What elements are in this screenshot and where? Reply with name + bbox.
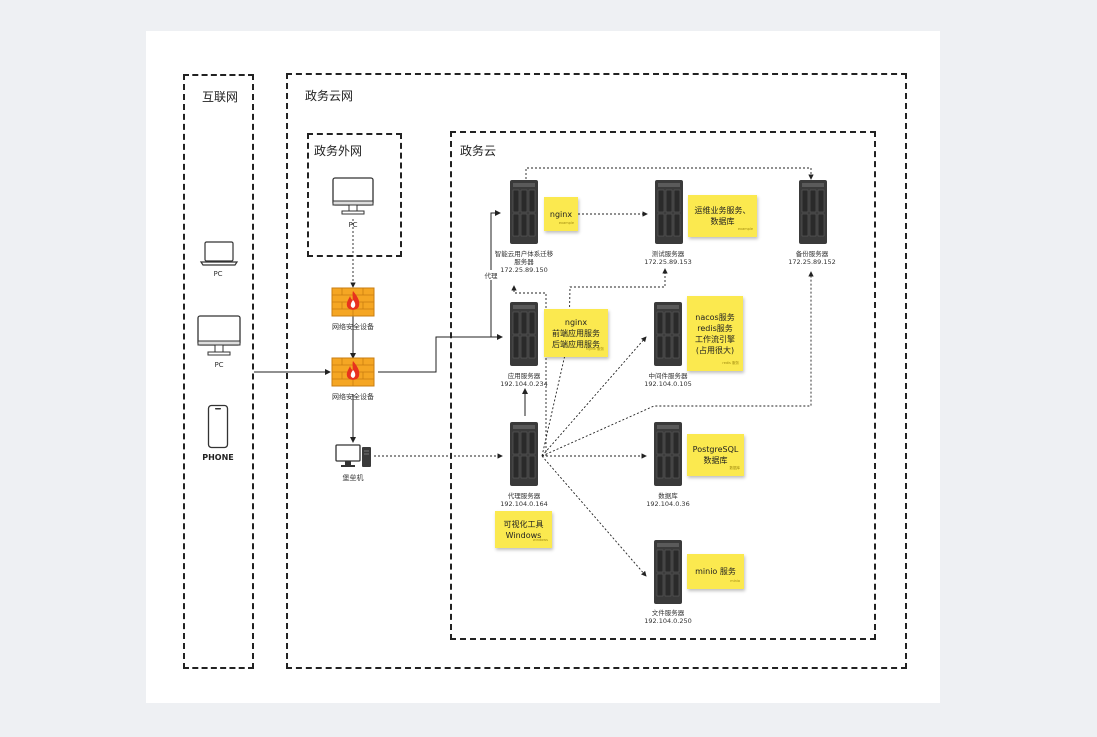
- server-middleware-label: 中间件服务器 192.104.0.105: [644, 372, 692, 388]
- zone-internet: [183, 74, 254, 669]
- server-backup-label: 备份服务器 172.25.89.152: [788, 250, 836, 266]
- edge-proxy-label-route: [490, 210, 501, 337]
- firewall-top-label: 网络安全设备: [332, 323, 374, 331]
- note-postgres: PostgreSQL 数据库 数据库: [687, 434, 744, 476]
- note-nginx-app: nginx 前端应用服务 后端应用服务 nginx 服务: [544, 309, 608, 357]
- firewall-icon: [331, 287, 375, 317]
- server-icon: [655, 180, 683, 244]
- diagram-canvas: 互联网 政务云网 政务外网 政务云: [146, 31, 940, 703]
- server-icon: [654, 302, 682, 366]
- server-icon: [510, 180, 538, 244]
- desktop-label: PC: [214, 361, 224, 369]
- note-nacos: nacos服务 redis服务 工作流引擎 (占用很大) redis 服务: [687, 296, 743, 371]
- note-minio: minio 服务 minio: [687, 554, 744, 589]
- external-pc-label: PC: [348, 221, 358, 229]
- server-icon: [799, 180, 827, 244]
- zone-gov-external-network-label: 政务外网: [314, 144, 363, 158]
- zone-internet-label: 互联网: [202, 90, 239, 104]
- server-icon: [654, 540, 682, 604]
- edge-gateway-to-backup: [525, 167, 814, 180]
- connector-layer: [254, 167, 814, 577]
- firewall-bottom-label: 网络安全设备: [332, 393, 374, 401]
- server-file-label: 文件服务器 192.104.0.250: [644, 609, 692, 625]
- server-icon: [510, 422, 538, 486]
- desktop-icon: [197, 315, 241, 356]
- external-pc-icon: [332, 177, 374, 215]
- bastion-icon: [335, 444, 371, 467]
- zone-gov-cloud-label: 政务云: [460, 144, 497, 158]
- server-icon: [510, 302, 538, 366]
- server-gateway-label: 智能云用户体系迁移 服务器 172.25.89.150: [494, 250, 554, 274]
- laptop-icon: [199, 241, 239, 266]
- edge-proxy-label: 代理: [483, 270, 499, 280]
- server-database-label: 数据库 192.104.0.36: [646, 492, 690, 508]
- server-test-label: 测试服务器 172.25.89.153: [644, 250, 692, 266]
- edge-proxy-to-backup: [541, 271, 814, 457]
- edge-firewall-to-app: [378, 334, 503, 373]
- bastion-label: 堡垒机: [342, 474, 364, 482]
- server-app-label: 应用服务器 192.104.0.234: [500, 372, 548, 388]
- zone-gov-cloud-network-label: 政务云网: [305, 89, 354, 103]
- zone-gov-external-network: [307, 133, 402, 257]
- phone-icon: [207, 404, 229, 449]
- edge-proxy-to-test: [541, 268, 668, 457]
- laptop-label: PC: [213, 270, 223, 278]
- zone-gov-cloud-network: [286, 73, 907, 669]
- note-ops: 运维业务服务、 数据库 example: [688, 195, 757, 237]
- edge-proxy-to-gateway: [511, 285, 547, 456]
- server-icon: [654, 422, 682, 486]
- edge-proxy-to-file: [541, 455, 647, 577]
- note-nginx-top: nginx example: [544, 197, 578, 231]
- zone-gov-cloud: [450, 131, 876, 640]
- note-visual-tool: 可视化工具 Windows windows: [495, 511, 552, 548]
- server-proxy-label: 代理服务器 192.104.0.164: [500, 492, 548, 508]
- firewall-icon: [331, 357, 375, 387]
- phone-label: PHONE: [202, 453, 234, 462]
